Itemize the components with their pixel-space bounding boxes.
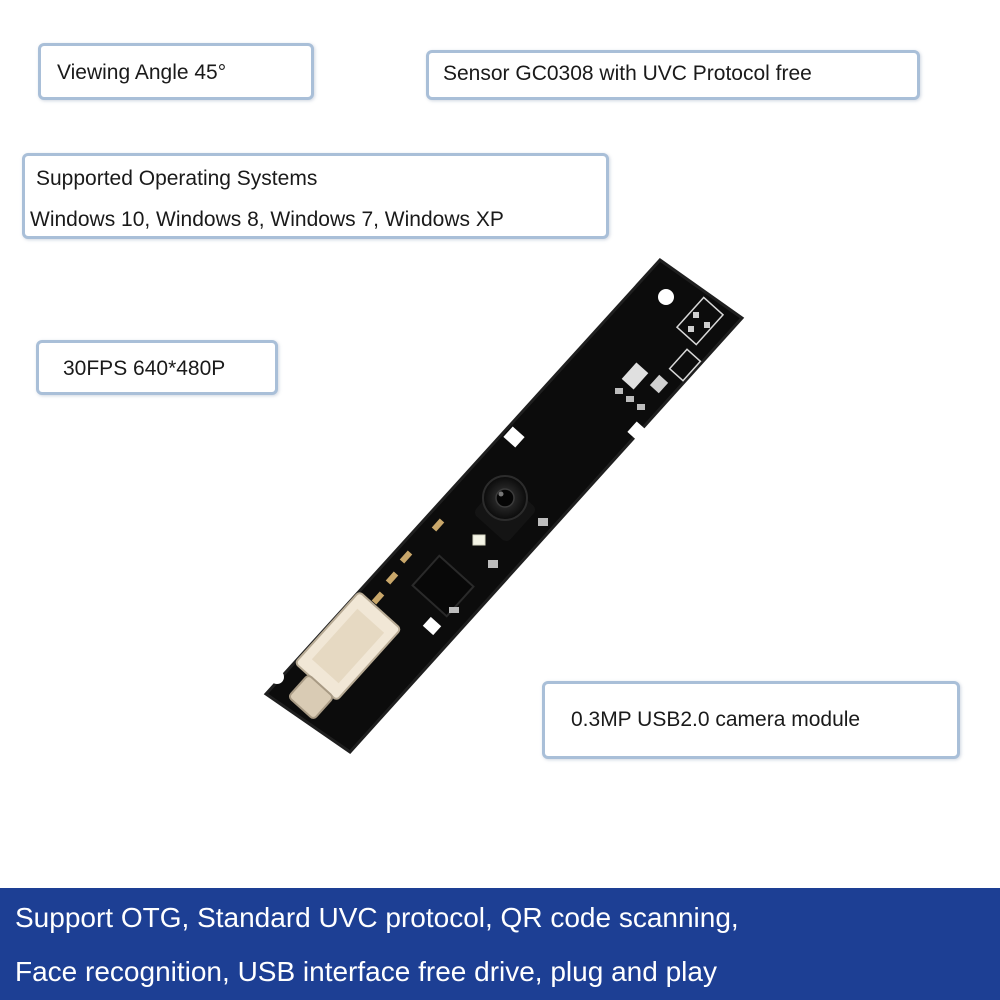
module-callout: 0.3MP USB2.0 camera module [542,681,960,759]
controller-chip [411,554,475,618]
viewing-angle-text: Viewing Angle 45° [57,61,227,84]
module-text: 0.3MP USB2.0 camera module [571,708,861,731]
os-title: Supported Operating Systems [36,167,318,190]
feature-banner: Support OTG, Standard UVC protocol, QR c… [0,888,1000,1000]
pcb-board [263,258,745,754]
camera-lens [474,475,536,542]
viewing-angle-callout: Viewing Angle 45° [38,43,314,100]
sensor-text: Sensor GC0308 with UVC Protocol free [443,62,812,85]
feature-line-2: Face recognition, USB interface free dri… [15,955,717,987]
mounting-hole [658,289,674,305]
led [472,534,486,546]
operating-systems-callout: Supported Operating Systems Windows 10, … [22,153,609,239]
mounting-hole [270,670,284,684]
frame-rate-callout: 30FPS 640*480P [36,340,278,395]
feature-line-1: Support OTG, Standard UVC protocol, QR c… [15,902,739,933]
frame-rate-text: 30FPS 640*480P [63,357,226,380]
sensor-callout: Sensor GC0308 with UVC Protocol free [426,50,920,100]
connector-latch [288,675,334,719]
os-list: Windows 10, Windows 8, Windows 7, Window… [30,208,504,232]
